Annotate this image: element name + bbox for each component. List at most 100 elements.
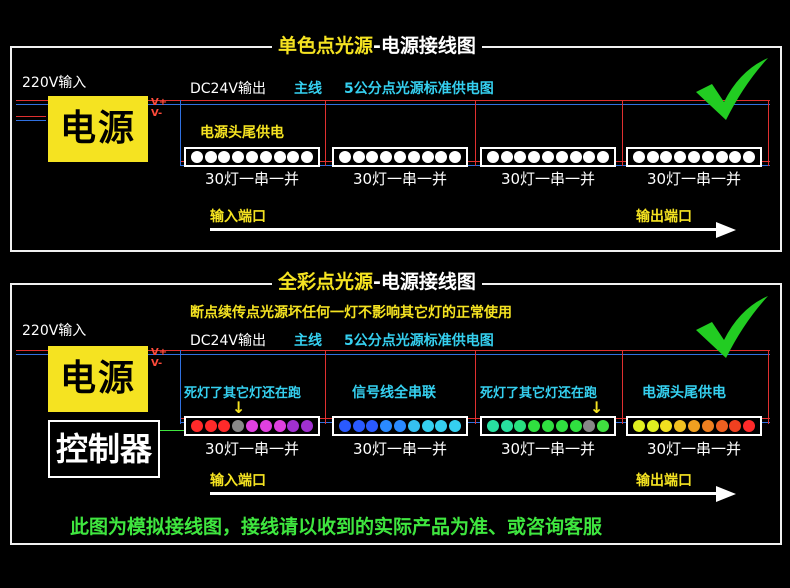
led-dot-icon <box>541 151 554 163</box>
led-dot-icon <box>218 151 231 163</box>
dc-label: DC24V输出 <box>190 333 266 349</box>
mono-strip-1 <box>184 147 320 167</box>
wire-input-blue <box>16 120 46 121</box>
led-dot-icon <box>541 420 554 432</box>
led-dot-icon <box>555 151 568 163</box>
v-plus: V+ <box>151 97 168 108</box>
psu-label: 电源 <box>59 358 136 399</box>
led-dot-icon <box>393 151 406 163</box>
controller-box: 控制器 <box>48 420 160 478</box>
led-dot-icon <box>393 420 406 432</box>
standard-label: 5公分点光源标准供电图 <box>344 81 494 97</box>
wire-drop-3 <box>622 100 623 166</box>
led-dot-icon <box>259 420 272 432</box>
led-dot-icon <box>715 420 728 432</box>
led-dot-icon <box>421 151 434 163</box>
led-dot-icon <box>204 151 217 163</box>
segment-label-2: 信号线全串联 <box>352 385 436 401</box>
panel-rgb-title: 全彩点光源-电源接线图 <box>272 268 482 296</box>
led-dot-icon <box>407 420 420 432</box>
led-dot-icon <box>715 151 728 163</box>
led-dot-icon <box>660 151 673 163</box>
panel-mono-title-main: 单色点光源 <box>278 35 374 57</box>
led-dot-icon <box>486 420 499 432</box>
led-dot-icon <box>555 420 568 432</box>
led-dot-icon <box>287 420 300 432</box>
rgb-strip-3 <box>480 416 616 436</box>
input-label: 220V输入 <box>22 323 87 339</box>
arrow-right-icon <box>716 222 736 238</box>
wire-red-top <box>16 350 770 351</box>
led-dot-icon <box>449 151 462 163</box>
strip-label: 30灯一串一并 <box>204 170 300 188</box>
led-dot-icon <box>245 151 258 163</box>
led-dot-icon <box>204 420 217 432</box>
arrow-down-icon: ↓ <box>590 398 604 417</box>
led-dot-icon <box>338 420 351 432</box>
notice-label: 断点续传点光源坏任何一灯不影响其它灯的正常使用 <box>190 305 512 321</box>
led-dot-icon <box>500 420 513 432</box>
led-dot-icon <box>352 151 365 163</box>
led-dot-icon <box>435 420 448 432</box>
wire-blue-top <box>16 104 770 105</box>
wire-drop-3 <box>622 350 623 424</box>
rgb-strip-2 <box>332 416 468 436</box>
led-dot-icon <box>674 151 687 163</box>
led-dot-icon <box>500 151 513 163</box>
led-dot-icon <box>729 151 742 163</box>
wire-drop-5 <box>180 100 181 166</box>
led-dot-icon <box>366 151 379 163</box>
panel-mono-title: 单色点光源-电源接线图 <box>272 32 482 60</box>
mono-strip-3 <box>480 147 616 167</box>
led-dot-icon <box>743 151 756 163</box>
segment-label-3: 死灯了其它灯还在跑 <box>480 386 598 401</box>
rgb-strip-1 <box>184 416 320 436</box>
psu-box: 电源 <box>48 346 148 412</box>
strip-label: 30灯一串一并 <box>500 170 596 188</box>
led-dot-icon <box>743 420 756 432</box>
led-dot-icon <box>407 151 420 163</box>
led-dot-icon <box>660 420 673 432</box>
flow-arrow-line <box>210 228 720 231</box>
wire-input-red <box>16 116 46 117</box>
led-dot-icon <box>273 151 286 163</box>
led-dot-icon <box>687 151 700 163</box>
panel-mono-title-sub: -电源接线图 <box>373 35 476 57</box>
standard-label: 5公分点光源标准供电图 <box>344 333 494 349</box>
wire-drop-2 <box>475 350 476 424</box>
segment-label-1: 死灯了其它灯还在跑 <box>184 386 302 401</box>
psu-label: 电源 <box>59 108 136 149</box>
panel-rgb-title-main: 全彩点光源 <box>278 271 374 293</box>
strip-label: 30灯一串一并 <box>352 440 448 458</box>
controller-label: 控制器 <box>55 430 152 468</box>
wire-signal-green <box>160 430 184 431</box>
main-line-label: 主线 <box>294 81 322 97</box>
led-dot-icon <box>646 151 659 163</box>
input-label: 220V输入 <box>22 75 87 91</box>
led-dot-icon <box>380 420 393 432</box>
dc-label: DC24V输出 <box>190 81 266 97</box>
v-plus: V+ <box>151 347 168 358</box>
v-minus: V- <box>151 358 163 369</box>
led-dot-icon <box>287 151 300 163</box>
main-line-label: 主线 <box>294 333 322 349</box>
led-dot-icon <box>569 420 582 432</box>
mono-strip-4 <box>626 147 762 167</box>
strip-label: 30灯一串一并 <box>646 170 742 188</box>
input-port-label: 输入端口 <box>210 473 266 489</box>
wire-red-top <box>16 100 770 101</box>
led-dot-icon <box>632 151 645 163</box>
led-dot-icon <box>583 420 596 432</box>
led-dot-icon <box>190 420 203 432</box>
led-dot-icon <box>232 151 245 163</box>
led-dot-icon <box>701 151 714 163</box>
psu-box: 电源 <box>48 96 148 162</box>
led-dot-icon <box>597 151 610 163</box>
arrow-right-icon <box>716 486 736 502</box>
arrow-down-icon: ↓ <box>232 398 246 417</box>
strip-label: 30灯一串一并 <box>352 170 448 188</box>
wire-drop-4 <box>768 350 769 424</box>
output-port-label: 输出端口 <box>636 473 692 489</box>
led-dot-icon <box>569 151 582 163</box>
led-dot-icon <box>597 420 610 432</box>
